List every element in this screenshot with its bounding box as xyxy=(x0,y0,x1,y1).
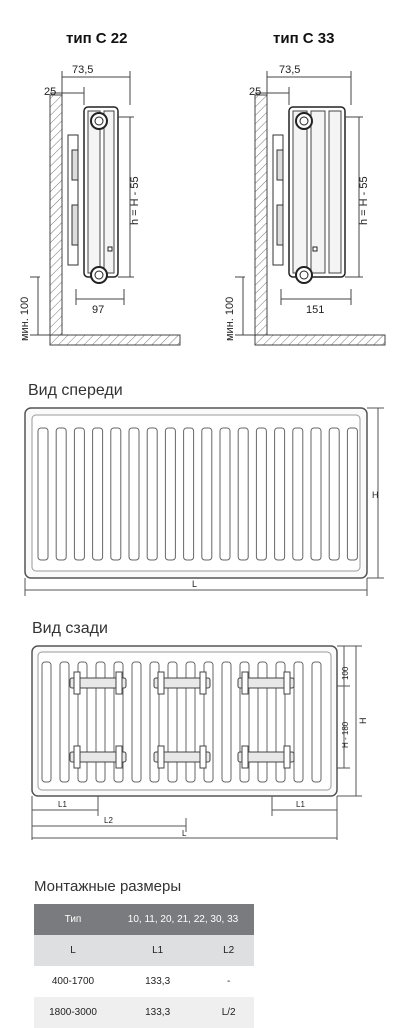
front-fin xyxy=(292,427,304,561)
table-row: 400-1700 133,3 - xyxy=(34,966,254,997)
rear-bracket-clamp xyxy=(199,671,207,695)
rear-dim-l1-right: L1 xyxy=(296,800,305,809)
front-fin xyxy=(128,427,140,561)
rear-view-diagram: 100 H - 180 H L1 L1 L2 L xyxy=(31,645,368,840)
c22-dim-bottom: 97 xyxy=(92,304,104,316)
front-fin xyxy=(164,427,176,561)
table-cell: - xyxy=(203,966,254,997)
front-fin xyxy=(237,427,249,561)
rear-dim-l: L xyxy=(182,829,187,838)
rear-view-title: Вид сзади xyxy=(32,620,108,637)
front-fin xyxy=(73,427,85,561)
front-fin xyxy=(255,427,267,561)
c22-dim-left: 25 xyxy=(44,86,56,98)
rear-dim-h: H xyxy=(358,718,368,725)
front-fin xyxy=(110,427,122,561)
front-fin xyxy=(328,427,340,561)
mount-table-header-types: 10, 11, 20, 21, 22, 30, 33 xyxy=(112,904,254,935)
rear-bracket xyxy=(153,677,211,689)
c33-dim-height: h = H - 55 xyxy=(358,176,370,225)
rear-bracket xyxy=(69,751,127,763)
mount-table-col-l1: L1 xyxy=(112,935,204,966)
rear-fin xyxy=(293,661,304,783)
table-cell: 400-1700 xyxy=(34,966,112,997)
front-fin xyxy=(219,427,231,561)
rear-fin xyxy=(221,661,232,783)
mount-table-header-type: Тип xyxy=(34,904,112,935)
rear-bracket-clamp xyxy=(283,745,291,769)
rear-bracket-clamp xyxy=(199,745,207,769)
c33-dim-left: 25 xyxy=(249,86,261,98)
side-view-title-c22: тип С 22 xyxy=(66,30,128,47)
front-fin xyxy=(183,427,195,561)
front-fin xyxy=(92,427,104,561)
mount-table: Тип 10, 11, 20, 21, 22, 30, 33 L L1 L2 4… xyxy=(34,904,254,1028)
c33-dim-top: 73,5 xyxy=(279,64,300,76)
front-fin xyxy=(310,427,322,561)
table-cell: 133,3 xyxy=(112,997,204,1028)
rear-bracket-clamp xyxy=(73,671,81,695)
rear-bracket xyxy=(237,751,295,763)
mount-table-col-l2: L2 xyxy=(203,935,254,966)
rear-dim-l2: L2 xyxy=(104,816,113,825)
c33-dim-bottom: 151 xyxy=(306,304,324,316)
side-view-c33-diagram: 73,5 25 h = H - 55 151 мин. 100 xyxy=(224,64,386,346)
rear-bracket-clamp xyxy=(283,671,291,695)
rear-bracket-clamp xyxy=(157,671,165,695)
rear-bracket-clamp xyxy=(115,671,123,695)
mount-table-title: Монтажные размеры xyxy=(34,878,182,895)
rear-bracket-clamp xyxy=(73,745,81,769)
rear-bracket-clamp xyxy=(115,745,123,769)
front-fin xyxy=(346,427,358,561)
rear-bracket xyxy=(69,677,127,689)
front-fin xyxy=(274,427,286,561)
front-dim-h: H xyxy=(372,490,379,500)
rear-fin xyxy=(311,661,322,783)
front-fin xyxy=(201,427,213,561)
rear-dim-l1-left: L1 xyxy=(58,800,67,809)
front-view-title: Вид спереди xyxy=(28,382,123,399)
rear-fin xyxy=(41,661,52,783)
c22-dim-height: h = H - 55 xyxy=(129,176,141,225)
rear-bracket-clamp xyxy=(241,745,249,769)
front-fin xyxy=(37,427,49,561)
side-view-c22-diagram: 73,5 25 h = H - 55 97 мин. 100 xyxy=(19,64,181,346)
table-row: 1800-3000 133,3 L/2 xyxy=(34,997,254,1028)
c33-dim-min: мин. 100 xyxy=(224,297,236,341)
front-fin xyxy=(55,427,67,561)
rear-dim-top: 100 xyxy=(341,666,350,680)
front-fin xyxy=(146,427,158,561)
c22-dim-top: 73,5 xyxy=(72,64,93,76)
rear-fin xyxy=(59,661,70,783)
rear-dim-mid: H - 180 xyxy=(341,721,350,748)
table-cell: 133,3 xyxy=(112,966,204,997)
rear-bracket-clamp xyxy=(241,671,249,695)
side-view-title-c33: тип С 33 xyxy=(273,30,335,47)
rear-bracket-clamp xyxy=(157,745,165,769)
front-view-diagram: H L xyxy=(24,407,384,596)
rear-bracket xyxy=(237,677,295,689)
front-dim-l: L xyxy=(192,579,197,589)
mount-table-col-l: L xyxy=(34,935,112,966)
table-cell: L/2 xyxy=(203,997,254,1028)
c22-dim-min: мин. 100 xyxy=(19,297,31,341)
table-cell: 1800-3000 xyxy=(34,997,112,1028)
rear-bracket xyxy=(153,751,211,763)
rear-fin xyxy=(131,661,142,783)
